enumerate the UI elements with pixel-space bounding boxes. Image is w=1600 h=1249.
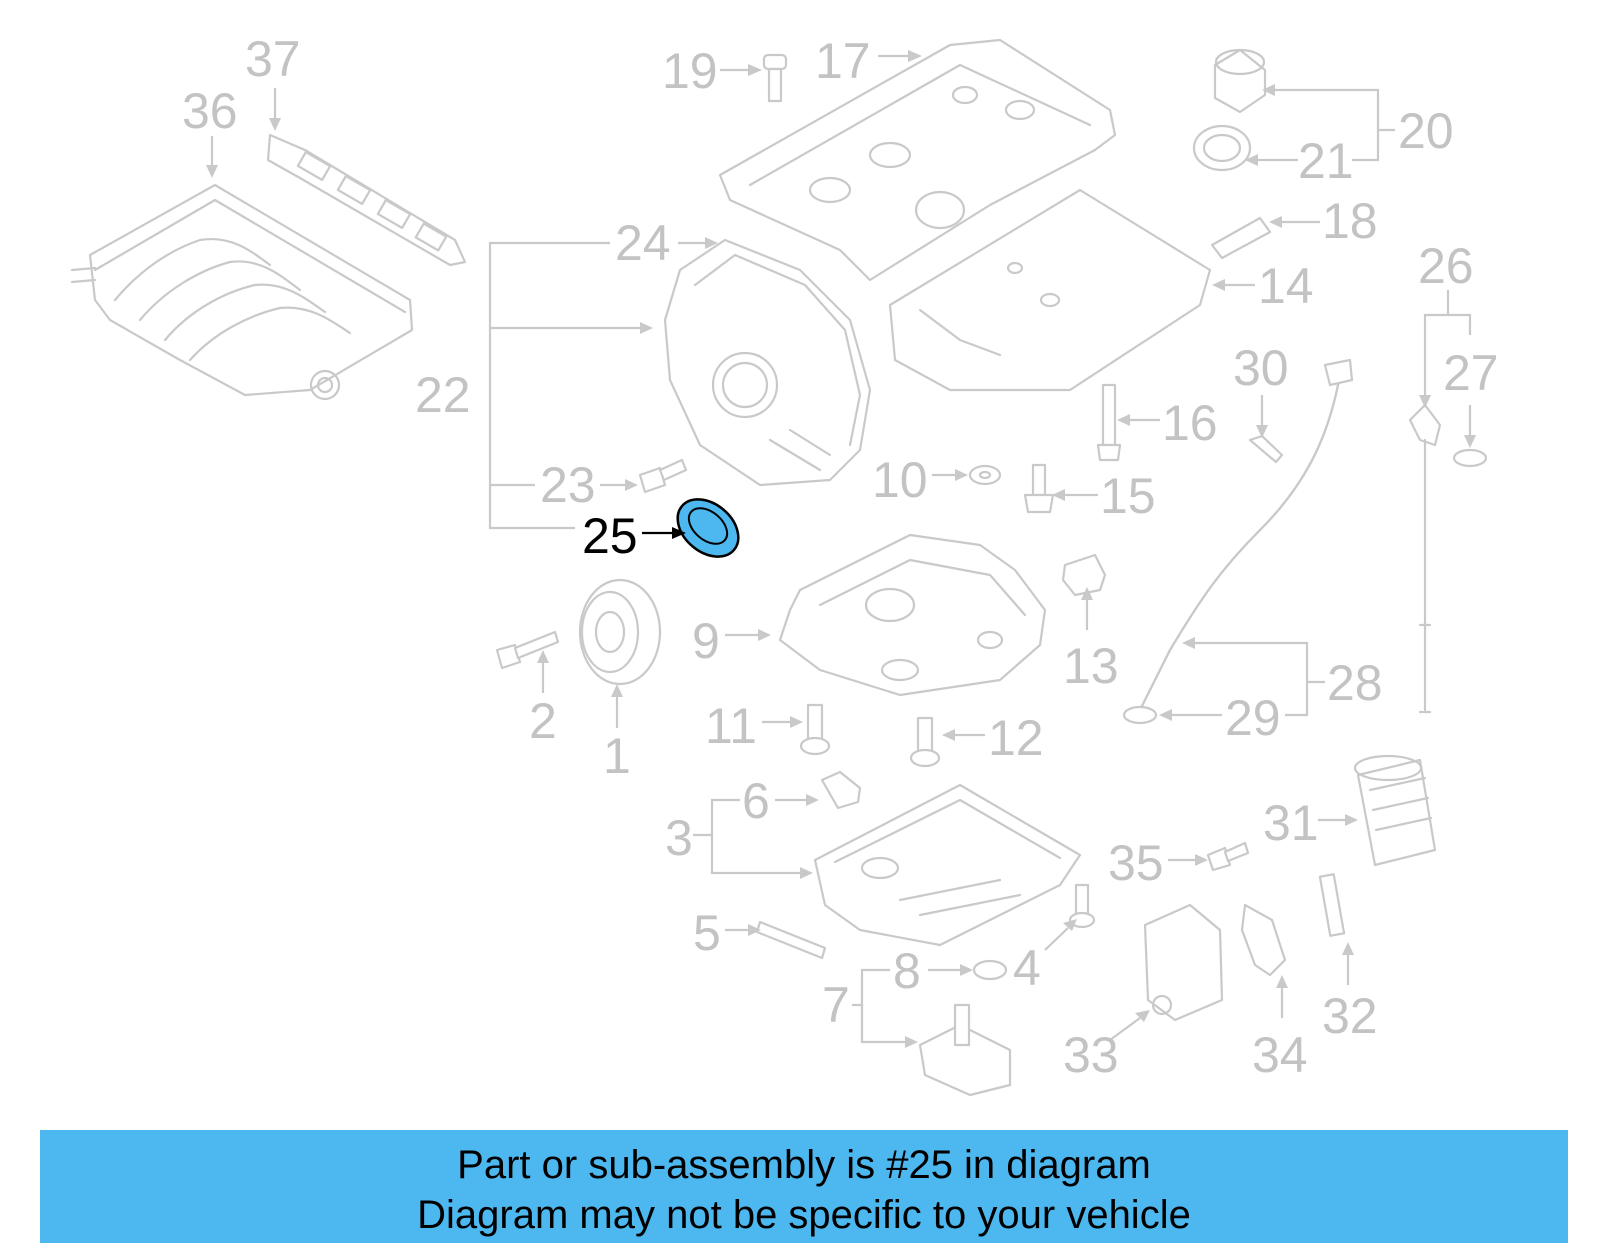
callout-18[interactable]: 18 — [1322, 193, 1378, 249]
callout-33[interactable]: 33 — [1063, 1027, 1119, 1083]
callout-13[interactable]: 13 — [1063, 638, 1119, 694]
part-33-oil-cooler — [1143, 903, 1224, 1022]
callout-16[interactable]: 16 — [1162, 395, 1218, 451]
callout-23[interactable]: 23 — [540, 457, 596, 513]
callout-30[interactable]: 30 — [1233, 340, 1289, 396]
callout-37[interactable]: 37 — [245, 31, 301, 87]
part-35-bolt — [1206, 841, 1250, 872]
callout-31[interactable]: 31 — [1263, 795, 1319, 851]
part-25-crankshaft-seal[interactable] — [667, 488, 750, 568]
part-20-oil-cap — [1213, 48, 1267, 114]
part-32-bolt — [1318, 873, 1346, 937]
part-28-dipstick-tube — [1138, 358, 1354, 712]
part-17-valve-cover — [718, 38, 1117, 282]
info-banner: Part or sub-assembly is #25 in diagram D… — [40, 1130, 1568, 1243]
parts-diagram: 37 36 19 17 20 21 18 24 14 26 30 27 22 1… — [70, 31, 1499, 1097]
part-10-washer — [968, 464, 1002, 486]
part-36-intake-manifold — [70, 183, 414, 401]
part-16-bolt — [1096, 383, 1122, 462]
banner-line-part-info: Part or sub-assembly is #25 in diagram — [457, 1143, 1151, 1187]
part-5-sensor — [755, 920, 827, 960]
callout-26[interactable]: 26 — [1418, 238, 1474, 294]
callout-3[interactable]: 3 — [665, 810, 693, 866]
callout-1[interactable]: 1 — [603, 728, 631, 784]
callout-21[interactable]: 21 — [1298, 133, 1354, 189]
part-4-bolt — [1068, 883, 1096, 929]
callout-35[interactable]: 35 — [1108, 835, 1164, 891]
callout-20[interactable]: 20 — [1398, 103, 1454, 159]
part-29-o-ring — [1122, 705, 1158, 725]
callout-27[interactable]: 27 — [1443, 345, 1499, 401]
callout-14[interactable]: 14 — [1258, 258, 1314, 314]
part-14-cover-plate — [888, 188, 1212, 392]
part-34-bracket — [1240, 903, 1287, 977]
callout-2[interactable]: 2 — [529, 693, 557, 749]
callout-36[interactable]: 36 — [182, 83, 238, 139]
part-9-lower-housing — [778, 533, 1047, 697]
callout-34[interactable]: 34 — [1252, 1027, 1308, 1083]
part-26-dipstick — [1408, 403, 1442, 714]
banner-line-disclaimer: Diagram may not be specific to your vehi… — [417, 1193, 1191, 1237]
callout-25[interactable]: 25 — [582, 508, 638, 564]
part-27-o-ring — [1452, 448, 1488, 468]
callout-29[interactable]: 29 — [1225, 690, 1281, 746]
callout-32[interactable]: 32 — [1322, 988, 1378, 1044]
part-19-bolt — [762, 53, 788, 103]
callout-10[interactable]: 10 — [872, 452, 928, 508]
callout-15[interactable]: 15 — [1100, 468, 1156, 524]
callout-11[interactable]: 11 — [705, 698, 757, 754]
part-6-sensor — [820, 770, 862, 810]
part-1-pulley — [578, 578, 662, 686]
part-15-bolt — [1023, 463, 1055, 514]
part-21-seal — [1192, 124, 1252, 172]
callout-8[interactable]: 8 — [893, 943, 921, 999]
part-23-bolt — [638, 458, 688, 494]
callout-19[interactable]: 19 — [662, 43, 718, 99]
part-30-sensor — [1248, 434, 1284, 464]
part-8-seal — [972, 959, 1008, 981]
part-18-sensor — [1210, 216, 1272, 260]
callout-5[interactable]: 5 — [693, 905, 721, 961]
callout-28[interactable]: 28 — [1327, 655, 1383, 711]
part-3-oil-pan — [813, 783, 1082, 947]
part-13-bracket — [1061, 553, 1107, 597]
part-12-stud — [909, 716, 941, 768]
callout-7[interactable]: 7 — [822, 977, 850, 1033]
leader-lines — [206, 50, 1476, 1048]
part-31-oil-filter — [1353, 754, 1437, 867]
callout-22[interactable]: 22 — [415, 367, 471, 423]
part-2-bolt — [495, 630, 560, 670]
part-37-gasket — [266, 133, 467, 267]
callout-17[interactable]: 17 — [815, 33, 871, 89]
part-7-oil-level-sensor — [918, 1003, 1012, 1097]
part-11-stud — [799, 703, 831, 756]
callout-labels: 37 36 19 17 20 21 18 24 14 26 30 27 22 1… — [182, 31, 1499, 1083]
part-24-timing-cover — [663, 238, 872, 487]
callout-12[interactable]: 12 — [988, 710, 1044, 766]
callout-24[interactable]: 24 — [615, 215, 671, 271]
callout-9[interactable]: 9 — [692, 613, 720, 669]
callout-6[interactable]: 6 — [742, 773, 770, 829]
callout-4[interactable]: 4 — [1013, 940, 1041, 996]
